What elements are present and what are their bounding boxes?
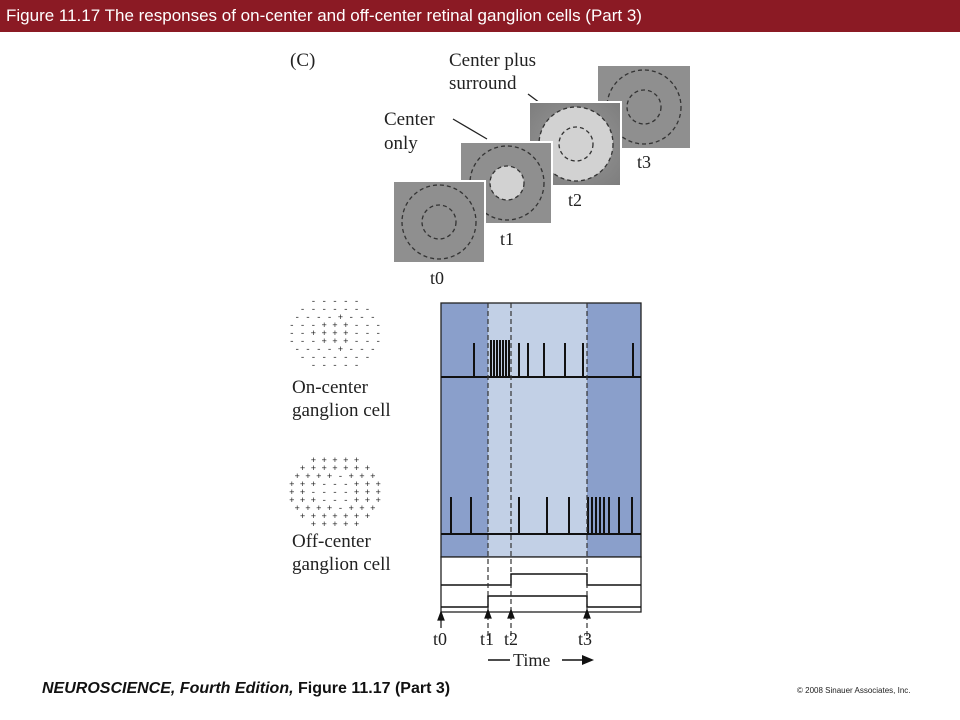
svg-text:+ + + - - - + + +: + + + - - - + + + — [289, 496, 381, 506]
time-tick-t2: t2 — [504, 629, 518, 649]
footer-figure-ref: Figure 11.17 — [298, 680, 391, 697]
svg-text:- - - - + - - -: - - - - + - - - — [294, 345, 375, 355]
off-center-receptive-field-icon: + + + + + + + + + + + + + + + + - + + + … — [289, 456, 381, 530]
svg-text:- - + + + + - - -: - - + + + + - - - — [289, 329, 381, 339]
svg-text:- - - - - - -: - - - - - - - — [300, 353, 370, 363]
off-center-spike-train — [441, 497, 641, 535]
svg-text:+ + + + - + + +: + + + + - + + + — [294, 504, 375, 514]
stimulus-timing-traces — [441, 573, 641, 608]
svg-text:- - - - - - -: - - - - - - - — [300, 305, 370, 315]
callout-center-only-line2: only — [384, 133, 418, 154]
svg-text:+ + + + + + +: + + + + + + + — [300, 512, 370, 522]
callout-pointer-center — [452, 118, 488, 140]
footer-part: (Part 3) — [394, 680, 451, 697]
surround-stimulus-trace — [441, 573, 641, 586]
stimulus-frame-t2 — [528, 101, 622, 187]
svg-text:- - - - -: - - - - - — [311, 361, 360, 371]
off-center-label-line2: ganglion cell — [292, 554, 391, 575]
frame-label-t1: t1 — [500, 229, 514, 249]
svg-text:+ + - - - - + + +: + + - - - - + + + — [289, 488, 381, 498]
frame-label-t2: t2 — [568, 190, 582, 210]
svg-text:+ + + + +: + + + + + — [311, 520, 360, 530]
frame-label-t3: t3 — [637, 152, 651, 172]
svg-text:- - - - -: - - - - - — [311, 297, 360, 307]
svg-text:- - - - + - - -: - - - - + - - - — [294, 313, 375, 323]
time-tick-arrows — [437, 608, 591, 628]
footer-citation: NEUROSCIENCE, Fourth Edition, Figure 11.… — [42, 680, 450, 698]
recording-panel — [440, 302, 642, 613]
time-axis: Time — [488, 650, 594, 670]
time-arrow-icon — [582, 655, 594, 665]
footer-book-title: NEUROSCIENCE, Fourth Edition, — [42, 680, 294, 697]
on-center-receptive-field-icon: - - - - - - - - - - - - - - - - + - - - … — [289, 297, 381, 371]
callout-center-plus-surround-line2: surround — [449, 73, 517, 94]
on-center-label-line1: On-center — [292, 377, 369, 398]
frame-label-t0: t0 — [430, 268, 444, 288]
on-center-label-line2: ganglion cell — [292, 400, 391, 421]
panel-label: (C) — [290, 50, 315, 71]
slide-title: Figure 11.17 The responses of on-center … — [0, 0, 960, 32]
svg-text:+ + + + +: + + + + + — [311, 456, 360, 466]
event-marker-lines — [487, 303, 588, 640]
callout-center-plus-surround-line1: Center plus — [449, 50, 536, 71]
time-tick-t0: t0 — [433, 629, 447, 649]
time-axis-label: Time — [513, 650, 550, 670]
svg-text:+ + + + - + + +: + + + + - + + + — [294, 472, 375, 482]
svg-text:+ + + + + + +: + + + + + + + — [300, 464, 370, 474]
svg-text:- - - + + + - - -: - - - + + + - - - — [289, 337, 381, 347]
center-stimulus-trace — [441, 595, 641, 608]
callout-center-only-line1: Center — [384, 109, 435, 130]
time-tick-t1: t1 — [480, 629, 494, 649]
svg-text:+ + + - - - + + +: + + + - - - + + + — [289, 480, 381, 490]
svg-text:- - - + + + - - -: - - - + + + - - - — [289, 321, 381, 331]
stimulus-frame-t0 — [392, 180, 486, 264]
footer-copyright: © 2008 Sinauer Associates, Inc. — [797, 686, 911, 695]
time-tick-t3: t3 — [578, 629, 592, 649]
on-center-spike-train — [441, 340, 641, 378]
off-center-label-line1: Off-center — [292, 531, 371, 552]
